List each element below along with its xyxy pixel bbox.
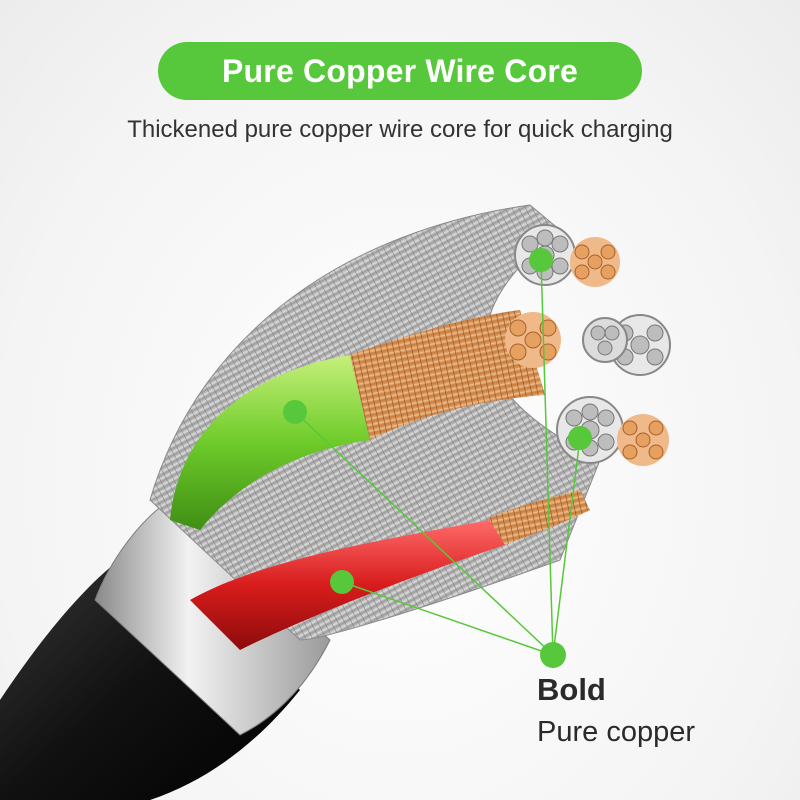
silver-strand-bundle-icon <box>582 317 628 363</box>
title-badge: Pure Copper Wire Core <box>158 42 642 100</box>
callout-dot-icon <box>529 248 553 272</box>
callout-dot-icon <box>330 570 354 594</box>
cable-jacket <box>0 540 300 800</box>
page-subtitle: Thickened pure copper wire core for quic… <box>127 116 673 143</box>
callout-lines <box>294 259 581 656</box>
callout-dot-icon <box>568 426 592 450</box>
copper-strands-red <box>488 490 590 545</box>
copper-strand-bundle-icon <box>505 312 561 368</box>
callout-text: Pure copper <box>537 716 695 748</box>
callout-dot-icon <box>540 642 566 668</box>
copper-strands-green <box>350 310 545 440</box>
green-wire <box>170 355 370 530</box>
callout-dot-icon <box>283 400 307 424</box>
callout-title: Bold <box>537 672 606 707</box>
copper-strand-bundle-icon <box>617 414 669 466</box>
silver-strand-bundle-icon <box>556 396 624 464</box>
page-title: Pure Copper Wire Core <box>222 52 578 89</box>
copper-strand-bundle-icon <box>570 237 620 287</box>
